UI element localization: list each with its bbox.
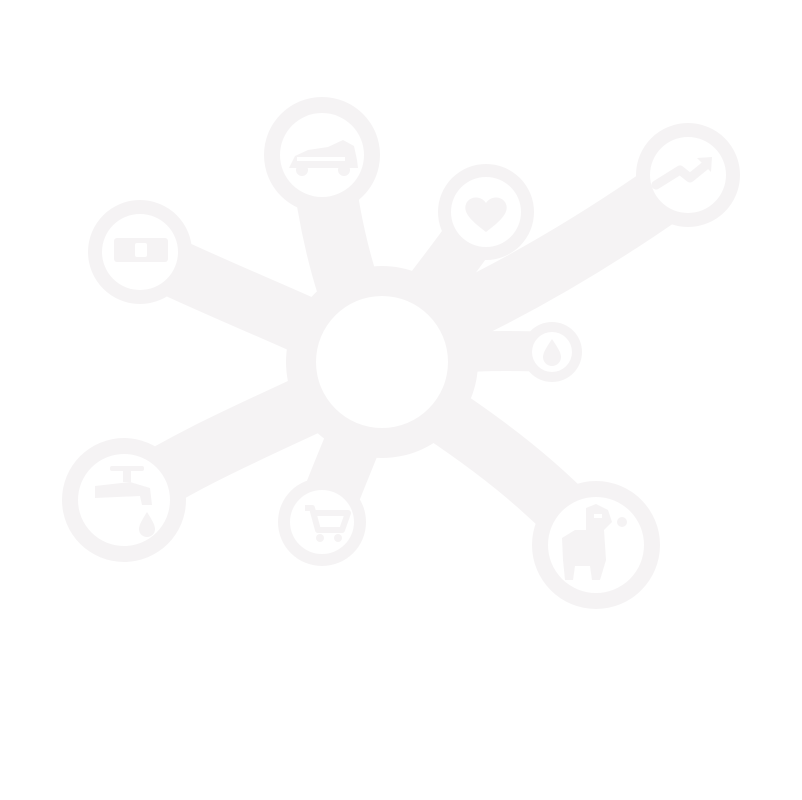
droplet-icon (543, 339, 561, 366)
water-tap-icon (95, 466, 155, 537)
cow-icon (562, 504, 627, 580)
nodes (62, 97, 740, 609)
banknote-icon (114, 238, 168, 262)
trending-up-arrow-icon (651, 157, 712, 190)
heart-icon (465, 197, 507, 232)
hub-inner (316, 296, 448, 428)
icons (95, 140, 712, 580)
car-icon (289, 140, 358, 176)
shopping-cart-icon (305, 505, 351, 542)
